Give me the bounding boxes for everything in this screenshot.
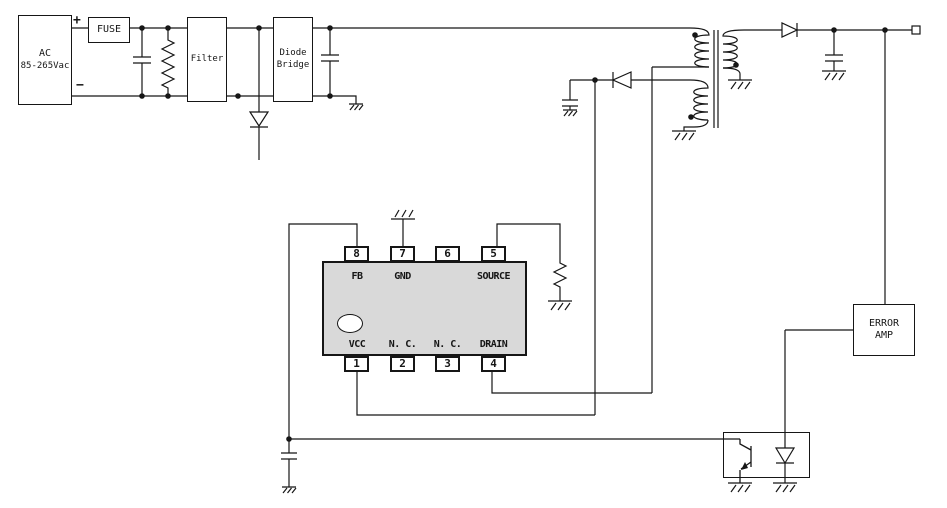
input-rails [72, 27, 690, 104]
ic-label-drain: DRAIN [479, 339, 508, 350]
minus-label: − [76, 78, 84, 93]
ic-label-nc2: N. C. [433, 339, 462, 350]
vcc-rectifier [562, 71, 690, 415]
fuse-block: FUSE [88, 17, 130, 43]
ic-pin-1: 1 [344, 356, 369, 372]
bleeder-resistors [160, 28, 176, 96]
ic-pin-3: 3 [435, 356, 460, 372]
filter-label: Filter [190, 53, 224, 64]
filter-block: Filter [187, 17, 227, 102]
ic-body [322, 261, 527, 356]
ic-pin1-marker [337, 314, 363, 333]
junction-dots [139, 25, 888, 442]
ac-source-name: AC [38, 48, 52, 60]
bulk-capacitor [321, 28, 339, 96]
transformer-symbol [652, 27, 745, 131]
ic-label-fb: FB [351, 271, 363, 282]
ic-wires [281, 67, 740, 487]
ic-pin-6: 6 [435, 246, 460, 262]
error-amp-label-1: ERROR [868, 317, 900, 329]
fuse-label: FUSE [96, 23, 122, 35]
x-capacitor [133, 28, 151, 96]
optocoupler-internals [739, 439, 796, 483]
ic-label-nc1: N. C. [388, 339, 417, 350]
ic-label-source: SOURCE [476, 271, 511, 282]
ic-pin-2: 2 [390, 356, 415, 372]
ic-pin-7: 7 [390, 246, 415, 262]
ic-label-gnd: GND [394, 271, 411, 282]
ic-pin-4: 4 [481, 356, 506, 372]
output-rail [744, 22, 921, 304]
error-amp-block: ERROR AMP [853, 304, 915, 356]
optocoupler-block [723, 432, 810, 478]
ac-source-block: AC 85-265Vac [18, 15, 72, 105]
ic-pin-5: 5 [481, 246, 506, 262]
ac-source-range: 85-265Vac [20, 60, 70, 71]
error-amp-label-2: AMP [874, 330, 894, 341]
input-diode [248, 28, 270, 160]
ground-symbols [282, 70, 846, 494]
diode-bridge-label-1: Diode [279, 48, 307, 59]
ic-pin-8: 8 [344, 246, 369, 262]
plus-label: + [73, 13, 81, 28]
error-amp-wires [784, 329, 853, 448]
diode-bridge-block: Diode Bridge [273, 17, 313, 102]
ic-label-vcc: VCC [348, 339, 366, 350]
diode-bridge-label-2: Bridge [276, 59, 310, 70]
